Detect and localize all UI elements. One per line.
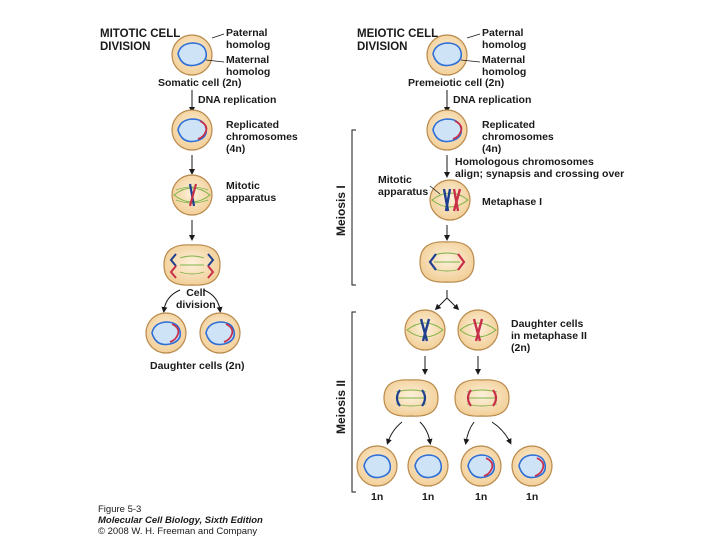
arrow [446,297,460,311]
maternal-homolog-label: Maternal homolog [226,54,271,78]
haploid-cell [407,445,449,487]
meiotic-replicated-cell [426,109,468,151]
mitotic-cell [171,174,213,216]
meiosis-1-label: Meiosis I [334,185,348,236]
replicated-cell [171,109,213,151]
haploid-label: 1n [526,491,539,503]
copyright: © 2008 W. H. Freeman and Company [98,526,258,537]
arrow [463,421,475,445]
daughter-cells-metaphase-2-label: Daughter cells in metaphase II (2n) [511,318,587,354]
metaphase-2-cell [404,309,446,351]
homologous-align-label: Homologous chromosomes align; synapsis a… [455,156,625,180]
haploid-label: 1n [475,491,488,503]
haploid-cell [356,445,398,487]
arrow [161,289,181,313]
daughter-cell [145,312,187,354]
meiosis-2-label: Meiosis II [334,379,348,434]
somatic-cell [171,34,213,76]
replicated-chromosomes-label: Replicated chromosomes (4n) [482,119,554,155]
maternal-homolog-label: Maternal homolog [482,54,527,78]
replicated-chromosomes-label: Replicated chromosomes (4n) [226,119,298,155]
premeiotic-cell [426,34,468,76]
meiosis-1-bracket [351,129,356,286]
pointer-line [460,59,481,63]
figure-caption: Figure 5-3 Molecular Cell Biology, Sixth… [98,504,263,537]
pointer-line [466,33,481,39]
metaphase-2-cell [457,309,499,351]
haploid-cell [460,445,502,487]
cell-division-label: Cell division [176,287,216,311]
book-title: Molecular Cell Biology, Sixth Edition [98,515,263,526]
haploid-label: 1n [371,491,384,503]
paternal-homolog-label: Paternal homolog [482,27,527,51]
pointer-line [211,33,225,39]
daughter-cell [199,312,241,354]
dividing-cell [163,244,221,286]
somatic-cell-label: Somatic cell (2n) [158,77,242,89]
arrow [386,421,403,445]
arrow [434,290,448,311]
mitotic-apparatus-label: Mitotic apparatus [226,180,277,204]
pointer-line [205,59,225,63]
anaphase-1-cell [419,241,475,283]
metaphase-1-label: Metaphase I [482,196,543,208]
haploid-cell [511,445,553,487]
premeiotic-cell-label: Premeiotic cell (2n) [408,77,505,89]
dna-replication-label: DNA replication [453,94,532,106]
paternal-homolog-label: Paternal homolog [226,27,271,51]
figure-number: Figure 5-3 [98,504,142,515]
metaphase-1-cell [429,179,471,221]
daughter-cells-label: Daughter cells (2n) [150,360,245,372]
arrow [203,289,223,313]
haploid-label: 1n [422,491,435,503]
anaphase-2-cell [454,379,510,417]
meiotic-title: MEIOTIC CELL DIVISION [357,28,439,53]
mitotic-title: MITOTIC CELL DIVISION [100,28,181,53]
meiosis-2-bracket [351,311,356,493]
pointer-line [429,185,441,195]
arrow [491,421,512,445]
anaphase-2-cell [383,379,439,417]
mitotic-apparatus-label: Mitotic apparatus [378,174,429,198]
dna-replication-label: DNA replication [198,94,277,106]
arrow [419,421,433,445]
